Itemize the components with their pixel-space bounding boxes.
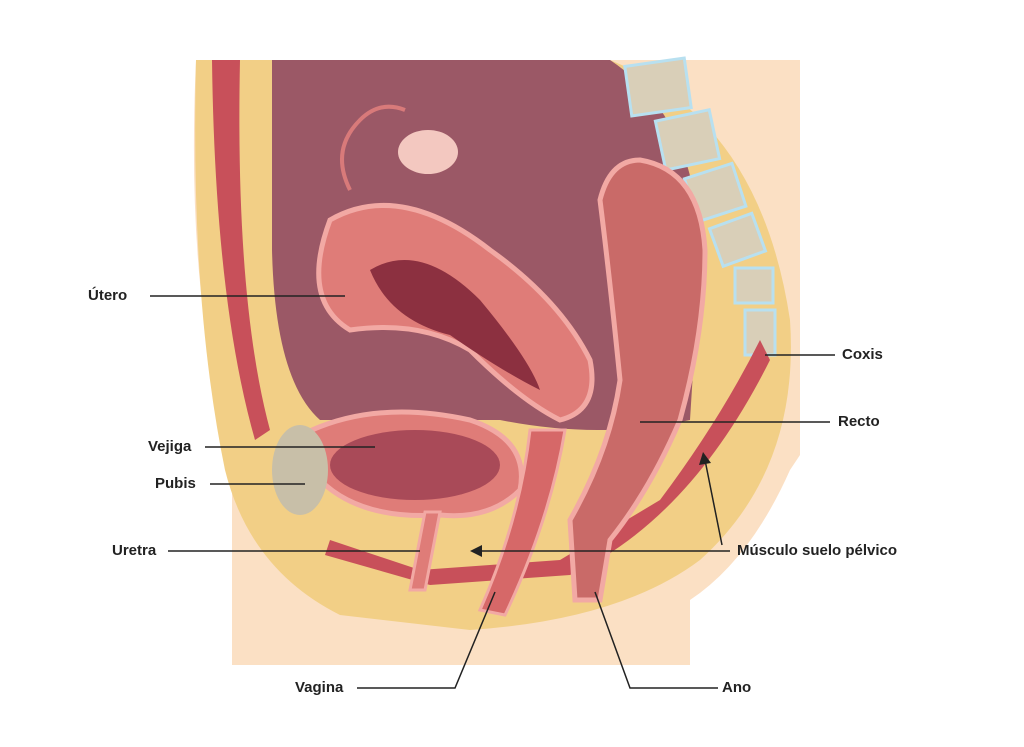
rectum <box>567 157 708 603</box>
label-recto: Recto <box>838 413 880 430</box>
label-ano: Ano <box>722 679 752 696</box>
label-coxis: Coxis <box>842 346 883 363</box>
ovary <box>398 130 458 174</box>
label-pubis: Pubis <box>155 475 196 492</box>
leader-vagina <box>357 591 496 689</box>
label-uretra: Uretra <box>112 542 157 559</box>
leader-musculo-up <box>704 459 723 546</box>
fallopian-tube <box>340 104 406 191</box>
label-vagina: Vagina <box>295 679 344 696</box>
abdominal-muscle <box>212 60 270 440</box>
arrowhead-left <box>470 545 482 557</box>
leader-ano <box>594 591 718 689</box>
pelvic-floor-muscle <box>325 340 770 585</box>
urethra <box>408 510 442 592</box>
uterine-cavity <box>370 260 540 390</box>
label-utero: Útero <box>88 287 128 304</box>
pubic-bone <box>272 425 328 515</box>
vagina <box>477 428 567 617</box>
label-vejiga: Vejiga <box>148 438 192 455</box>
bladder-lumen <box>330 430 500 500</box>
label-musculo-suelo-pelvico: Músculo suelo pélvico <box>737 542 898 559</box>
leader-lines <box>150 295 835 689</box>
arrowhead-up <box>699 452 711 465</box>
